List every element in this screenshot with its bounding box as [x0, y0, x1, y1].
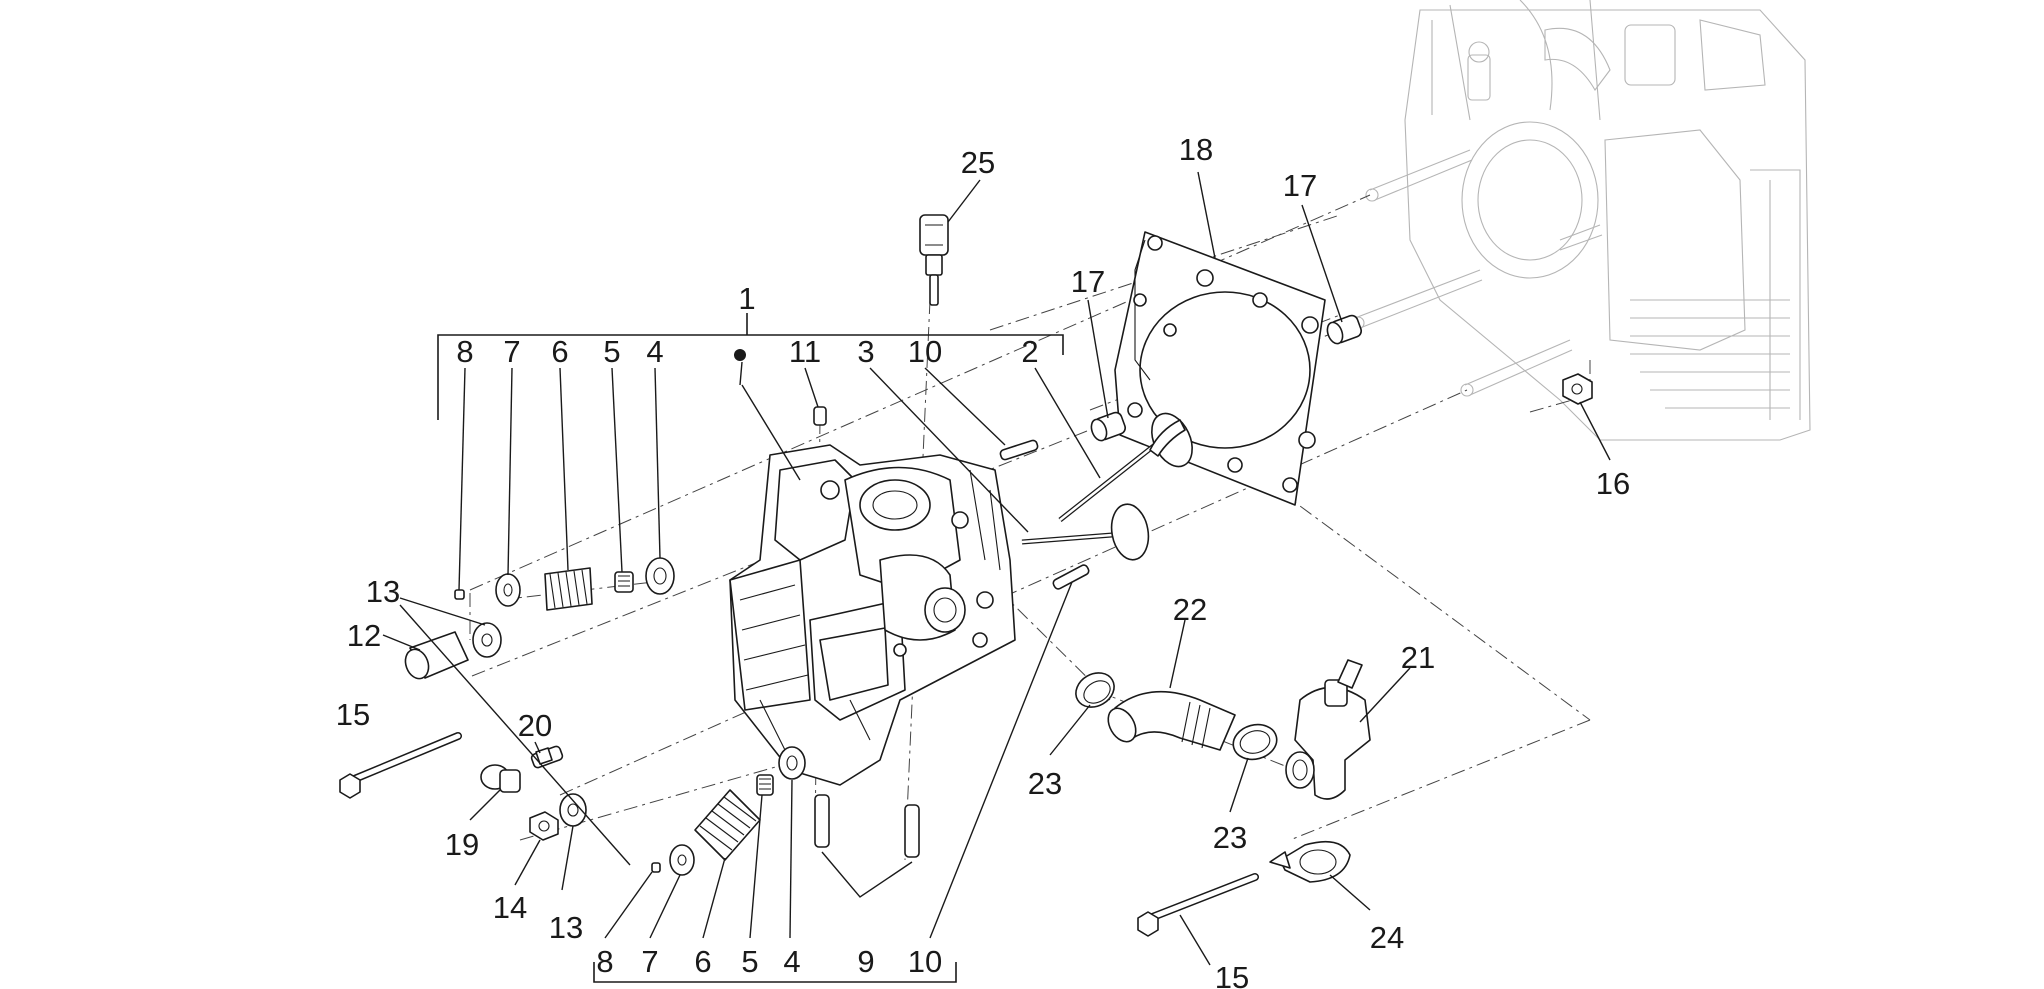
callout-6-upper: 6 [551, 334, 568, 369]
spacer [404, 631, 469, 680]
callout-2: 2 [1021, 334, 1038, 369]
hose-clamp-lower [1232, 723, 1278, 761]
valve-guide-upper [999, 439, 1039, 461]
leader-lines [382, 171, 1611, 966]
callout-19: 19 [445, 827, 479, 862]
coolant-hose [1107, 690, 1236, 751]
callout-4-upper: 4 [646, 334, 663, 369]
callout-20: 20 [518, 708, 552, 743]
valve-intake [1021, 503, 1150, 561]
temperature-sensor [919, 214, 949, 306]
valve-spring-upper [544, 567, 593, 611]
cylinder-head [729, 444, 1016, 786]
valve-exhaust [1058, 412, 1193, 522]
dowel-pin-lower [1090, 411, 1127, 442]
thermostat-housing [1285, 659, 1371, 800]
callout-13-upper: 13 [366, 574, 400, 609]
callout-14: 14 [493, 890, 527, 925]
plug [480, 764, 521, 793]
alignment-lines [469, 194, 1591, 861]
callout-10-lower: 10 [908, 944, 942, 979]
callout-17-upper: 17 [1283, 168, 1317, 203]
callout-9: 9 [857, 944, 874, 979]
callout-25: 25 [961, 145, 995, 180]
callout-3: 3 [857, 334, 874, 369]
callout-21: 21 [1401, 640, 1435, 675]
valve-seal-lower [756, 774, 774, 796]
callout-10-upper: 10 [908, 334, 942, 369]
callout-18: 18 [1179, 132, 1213, 167]
nut [1562, 373, 1593, 405]
washer-upper [472, 622, 502, 658]
callout-1: 1 [738, 281, 755, 316]
long-bolt-right [1137, 873, 1259, 937]
hose-clamp-upper [1075, 672, 1115, 708]
sleeve-right [904, 804, 920, 858]
spring-seat-upper [645, 557, 675, 595]
callout-23-right: 23 [1213, 820, 1247, 855]
callout-5-lower: 5 [741, 944, 758, 979]
callout-6-lower: 6 [694, 944, 711, 979]
bleed-screw [530, 745, 564, 769]
callout-labels: 25 18 17 17 1 8 7 6 5 4 11 3 10 2 16 13 … [336, 132, 1630, 989]
locating-pin [813, 406, 827, 426]
callout-11: 11 [789, 334, 821, 369]
sleeve-left [814, 794, 830, 848]
head-gasket [1114, 231, 1326, 506]
valve-keeper-lower [651, 862, 661, 873]
callout-15-left: 15 [336, 697, 370, 732]
callout-5-upper: 5 [603, 334, 620, 369]
washer-lower [559, 793, 587, 827]
valve-seal-upper [614, 571, 634, 593]
spring-seat-lower [778, 746, 806, 780]
callout-7-upper: 7 [503, 334, 520, 369]
callout-17-lower: 17 [1071, 264, 1105, 299]
callout-15-right: 15 [1215, 960, 1249, 989]
callout-16: 16 [1596, 466, 1630, 501]
callout-7-lower: 7 [641, 944, 658, 979]
engine-block-ghost [1351, 0, 1811, 441]
callout-8-upper: 8 [456, 334, 473, 369]
callout-4-lower: 4 [783, 944, 800, 979]
assembly-bracket [437, 313, 1064, 983]
bullet-marker [734, 349, 746, 361]
callout-24: 24 [1370, 920, 1404, 955]
nut-small [529, 811, 559, 841]
valve-keeper-upper [454, 589, 465, 600]
long-bolt-left [339, 732, 462, 799]
valve-spring-lower [694, 789, 761, 861]
spring-retainer-upper [495, 573, 521, 607]
callout-22: 22 [1173, 592, 1207, 627]
callout-12: 12 [347, 618, 381, 653]
callout-13-lower: 13 [549, 910, 583, 945]
dowel-pin-upper [1326, 314, 1363, 345]
spring-retainer-lower [669, 844, 695, 876]
valve-guide-lower [1052, 564, 1090, 590]
callout-23-left: 23 [1028, 766, 1062, 801]
callout-8-lower: 8 [596, 944, 613, 979]
thermostat-gasket [1269, 840, 1351, 883]
